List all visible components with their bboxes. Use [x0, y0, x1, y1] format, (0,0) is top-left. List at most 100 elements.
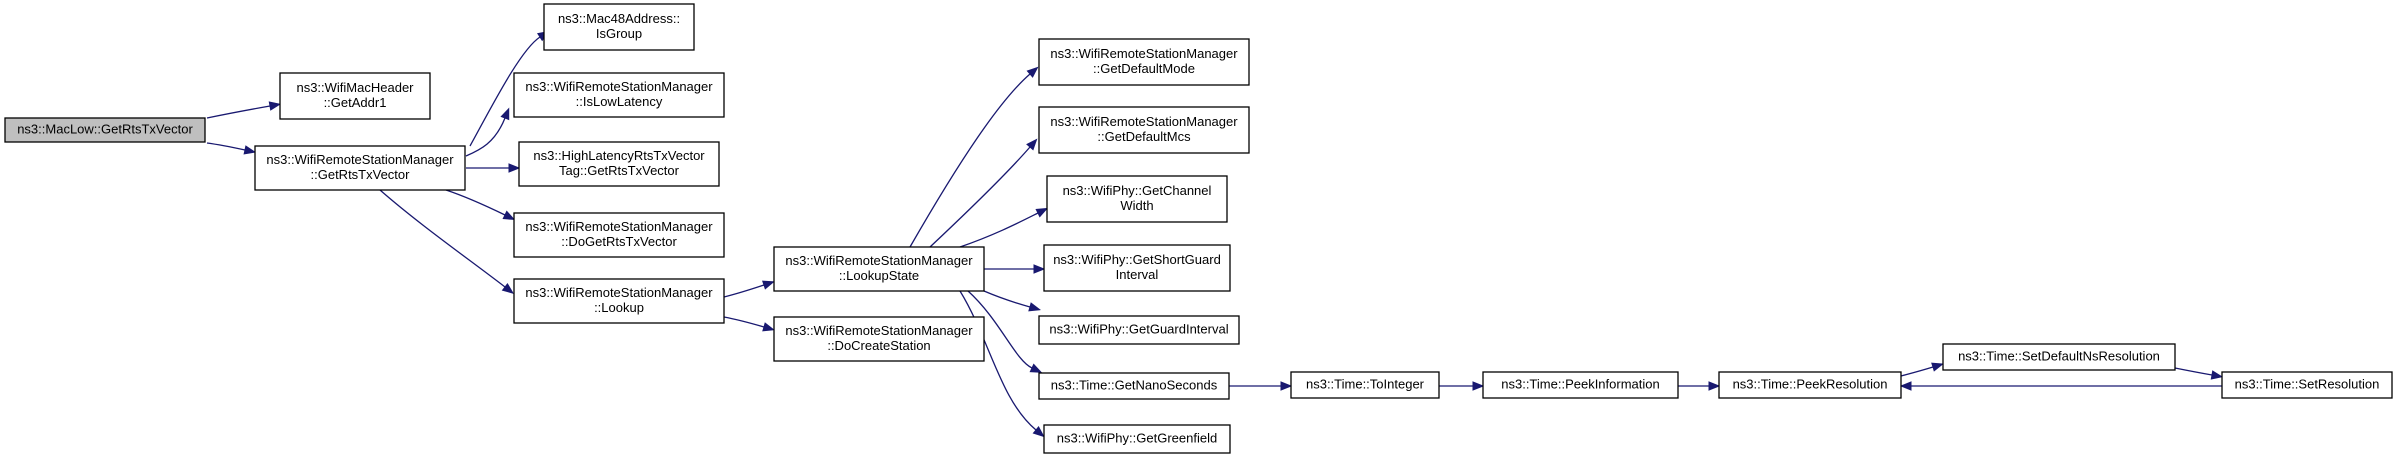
node-box [513, 212, 725, 258]
node-label-line: ::GetAddr1 [324, 95, 387, 110]
edge-n2-to-n7 [379, 189, 506, 288]
node-ns3-time-setdefaultnsresolution[interactable]: ns3::Time::SetDefaultNsResolution [1942, 343, 2176, 371]
node-box [773, 246, 985, 292]
node-box [1482, 371, 1679, 399]
node-label-line: ns3::Time::PeekResolution [1733, 377, 1888, 392]
edge-n2-to-n6 [445, 189, 506, 216]
node-label-line: ::DoGetRtsTxVector [561, 234, 677, 249]
node-ns3-wifiphy-getgreenfield[interactable]: ns3::WifiPhy::GetGreenfield [1043, 424, 1231, 454]
node-label-line: ns3::Time::GetNanoSeconds [1051, 378, 1218, 393]
node-box [1046, 175, 1228, 223]
node-ns3-wifimacheader-getaddr1[interactable]: ns3::WifiMacHeader::GetAddr1 [279, 72, 431, 120]
node-box [1038, 372, 1230, 400]
node-label-line: ns3::WifiPhy::GetShortGuard [1053, 252, 1221, 267]
node-label-line: ::Lookup [594, 300, 644, 315]
arrowhead-n2-to-n6 [502, 210, 516, 220]
node-ns3-time-getnanoseconds[interactable]: ns3::Time::GetNanoSeconds [1038, 372, 1230, 400]
edge-n19-to-n20 [1900, 366, 1934, 377]
node-label-line: ns3::WifiPhy::GetChannel [1063, 183, 1212, 198]
node-label-line: ::IsLowLatency [576, 94, 663, 109]
node-ns3-wifiremotestationmanager-lookupstate[interactable]: ns3::WifiRemoteStationManager::LookupSta… [773, 246, 985, 292]
node-ns3-wifiremotestationmanager-getrtstxvector[interactable]: ns3::WifiRemoteStationManager::GetRtsTxV… [254, 145, 466, 191]
arrowhead-n2-to-n7 [501, 282, 514, 294]
edge-n8-to-n12 [959, 212, 1039, 248]
node-ns3-wifiremotestationmanager-getdefaultmcs[interactable]: ns3::WifiRemoteStationManager::GetDefaul… [1038, 106, 1250, 154]
node-label-line: ns3::Time::PeekInformation [1501, 377, 1659, 392]
node-ns3-wifiremotestationmanager-islowlatency[interactable]: ns3::WifiRemoteStationManager::IsLowLate… [513, 72, 725, 118]
edge-n20-to-n21 [2174, 367, 2213, 376]
node-box [1290, 371, 1440, 399]
node-label-line: IsGroup [596, 26, 642, 41]
node-label-line: Width [1120, 198, 1153, 213]
node-label-line: ns3::WifiRemoteStationManager [785, 253, 973, 268]
node-ns3-time-setresolution[interactable]: ns3::Time::SetResolution [2221, 371, 2393, 399]
arrowhead-n7-to-n9 [762, 322, 775, 332]
node-ns3-wifiphy-getguardinterval[interactable]: ns3::WifiPhy::GetGuardInterval [1038, 315, 1240, 345]
edge-n2-to-n3 [469, 36, 541, 147]
node-box [254, 145, 466, 191]
node-ns3-mac48address-isgroup[interactable]: ns3::Mac48Address::IsGroup [543, 3, 695, 51]
node-label-line: ns3::WifiRemoteStationManager [525, 79, 713, 94]
node-label-line: ::GetDefaultMcs [1097, 129, 1191, 144]
node-label-line: ns3::MacLow::GetRtsTxVector [17, 122, 193, 137]
node-box [518, 141, 720, 187]
node-box [1038, 106, 1250, 154]
arrowhead-n0-to-n2 [243, 145, 257, 155]
arrowhead-n18-to-n19 [1708, 381, 1721, 391]
node-label-line: ns3::WifiRemoteStationManager [525, 285, 713, 300]
arrowhead-n7-to-n8 [762, 280, 775, 290]
edge-n0-to-n2 [206, 142, 246, 151]
node-box [1038, 38, 1250, 86]
node-box [1038, 315, 1240, 345]
arrowhead-n2-to-n4 [500, 107, 510, 121]
node-label-line: ns3::WifiRemoteStationManager [266, 152, 454, 167]
node-label-line: Interval [1116, 267, 1159, 282]
edge-n7-to-n8 [723, 284, 765, 298]
arrowhead-n8-to-n15 [1029, 363, 1043, 373]
node-label-line: ::GetRtsTxVector [311, 167, 411, 182]
node-ns3-time-peekresolution[interactable]: ns3::Time::PeekResolution [1718, 371, 1902, 399]
node-ns3-time-peekinformation[interactable]: ns3::Time::PeekInformation [1482, 371, 1679, 399]
node-label-line: ns3::Time::SetDefaultNsResolution [1958, 349, 2160, 364]
node-label-line: ns3::WifiRemoteStationManager [785, 323, 973, 338]
node-box [1718, 371, 1902, 399]
node-box [513, 72, 725, 118]
node-ns3-wifiremotestationmanager-lookup[interactable]: ns3::WifiRemoteStationManager::Lookup [513, 278, 725, 324]
node-label-line: ::DoCreateStation [827, 338, 930, 353]
edge-n2-to-n4 [465, 117, 506, 157]
node-label-line: ::GetDefaultMode [1093, 61, 1195, 76]
node-label-line: ns3::WifiRemoteStationManager [525, 219, 713, 234]
arrowhead-n8-to-n11 [1026, 138, 1038, 151]
arrowhead-n8-to-n14 [1028, 302, 1041, 312]
node-ns3-time-tointeger[interactable]: ns3::Time::ToInteger [1290, 371, 1440, 399]
node-ns3-wifiremotestationmanager-docreatestation[interactable]: ns3::WifiRemoteStationManager::DoCreateS… [773, 316, 985, 362]
arrowhead-n2-to-n5 [508, 163, 521, 173]
node-box [1942, 343, 2176, 371]
arrowhead-n8-to-n13 [1033, 264, 1046, 274]
node-label-line: ::LookupState [839, 268, 919, 283]
arrowhead-n8-to-n10 [1026, 66, 1039, 78]
arrowhead-n15-to-n17 [1280, 381, 1293, 391]
arrowhead-n21-to-n19 [1899, 381, 1912, 391]
node-ns3-wifiremotestationmanager-dogetrtstxvector[interactable]: ns3::WifiRemoteStationManager::DoGetRtsT… [513, 212, 725, 258]
edge-n0-to-n1 [206, 105, 271, 119]
node-ns3-wifiremotestationmanager-getdefaultmode[interactable]: ns3::WifiRemoteStationManager::GetDefaul… [1038, 38, 1250, 86]
edges-layer [206, 30, 2224, 438]
edge-n7-to-n9 [723, 316, 765, 328]
node-box [513, 278, 725, 324]
node-label-line: ns3::Mac48Address:: [558, 11, 680, 26]
node-ns3-highlatencyrtstxvectortag-getrtstxvector[interactable]: ns3::HighLatencyRtsTxVectorTag::GetRtsTx… [518, 141, 720, 187]
edge-n8-to-n15 [967, 290, 1033, 369]
node-box [4, 117, 206, 143]
edge-n8-to-n14 [983, 290, 1031, 308]
node-box [543, 3, 695, 51]
node-label-line: ns3::Time::SetResolution [2235, 377, 2380, 392]
edge-n8-to-n11 [929, 146, 1031, 248]
node-ns3-maclow-getrtstxvector[interactable]: ns3::MacLow::GetRtsTxVector [4, 117, 206, 143]
node-label-line: ns3::WifiPhy::GetGreenfield [1057, 431, 1217, 446]
edge-n8-to-n16 [959, 290, 1037, 431]
arrowhead-n19-to-n20 [1931, 362, 1944, 372]
